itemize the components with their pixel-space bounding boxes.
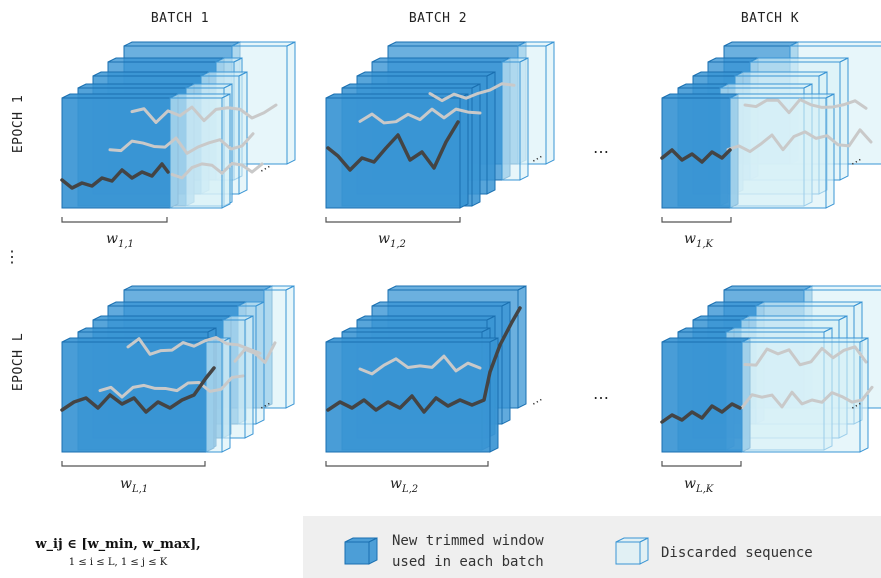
faded-series-1 [743, 345, 868, 367]
legend-cube-discarded [615, 537, 649, 565]
discarded-layer-5 [741, 337, 869, 453]
header-batch-k: BATCH K [741, 11, 799, 26]
faded-series-2 [358, 107, 482, 125]
faded-series-2 [108, 132, 255, 155]
header-batch-2: BATCH 2 [409, 11, 467, 26]
active-series-1 [660, 148, 732, 164]
bracket-w-l-2 [325, 461, 489, 467]
legend-new-window-line-1: New trimmed window [392, 533, 544, 549]
batch-ellipsis-epoch1: ⋯ [593, 142, 609, 161]
active-series-1 [326, 306, 522, 414]
active-series-1 [60, 366, 216, 414]
stack-batchk-epochl: ⋯ [660, 285, 881, 453]
faded-series-3 [233, 341, 277, 364]
formula-line-1: w_ij ∈ [w_min, w_max], [34, 537, 200, 552]
discarded-layer-5 [729, 93, 835, 209]
faded-series-1 [743, 98, 868, 115]
label-w-1-1: w1,1 [106, 231, 134, 250]
label-epoch-1: EPOCH 1 [11, 95, 26, 153]
faded-series-1 [130, 103, 278, 124]
faded-series-2 [726, 128, 873, 154]
legend-discarded: Discarded sequence [661, 545, 813, 561]
legend-cube-new [344, 537, 378, 565]
legend-icon-new-window [344, 537, 378, 565]
legend-icon-discarded [615, 537, 649, 565]
legend-new-window-line-2: used in each batch [392, 554, 544, 570]
window-layer-5 [325, 93, 469, 209]
window-layer-5 [325, 337, 499, 453]
active-series-1 [60, 162, 170, 190]
discarded-layer-5 [205, 337, 231, 453]
label-w-1-k: w1,K [684, 231, 714, 250]
header-batch-1: BATCH 1 [151, 11, 209, 26]
stack-ellipsis: ⋯ [529, 392, 546, 410]
window-brackets [61, 217, 742, 467]
label-w-l-k: wL,K [684, 476, 714, 495]
formula-line-2: 1 ≤ i ≤ L, 1 ≤ j ≤ K [69, 557, 168, 568]
bracket-w-l-k [661, 461, 742, 467]
stack-batchk-epoch1: ⋯ [660, 41, 881, 209]
faded-series-3 [170, 162, 264, 180]
active-series-1 [326, 120, 460, 172]
bracket-w-l-1 [61, 461, 206, 467]
batch-ellipsis-epochl: ⋯ [593, 388, 609, 407]
discarded-layer-5 [169, 93, 231, 209]
discarded-layer-2 [501, 57, 529, 181]
discarded-layer-1 [263, 285, 295, 409]
faded-series-1 [428, 82, 516, 103]
window-layer-5 [661, 337, 751, 453]
active-series-1 [660, 402, 742, 424]
label-w-l-2: wL,2 [390, 476, 418, 495]
stack-batch1-epochl: ⋯ [60, 285, 295, 453]
vertical-ellipsis: ⋮ [4, 247, 20, 266]
label-w-1-2: w1,2 [378, 231, 406, 250]
stack-batch2-epoch1: ⋯ [325, 41, 555, 209]
faded-series-2 [98, 374, 245, 399]
faded-series-2 [740, 385, 874, 410]
label-w-l-1: wL,1 [120, 476, 148, 495]
bracket-w-1-k [661, 217, 732, 223]
bracket-w-1-2 [325, 217, 461, 223]
legend-panel [303, 516, 881, 578]
label-epoch-l: EPOCH L [11, 333, 26, 391]
stack-batch2-epochl: ⋯ [325, 285, 546, 453]
stack-batch1-epoch1: ⋯ [60, 41, 296, 209]
bracket-w-1-1 [61, 217, 168, 223]
faded-series-1 [358, 354, 482, 376]
faded-series-1 [126, 336, 262, 356]
